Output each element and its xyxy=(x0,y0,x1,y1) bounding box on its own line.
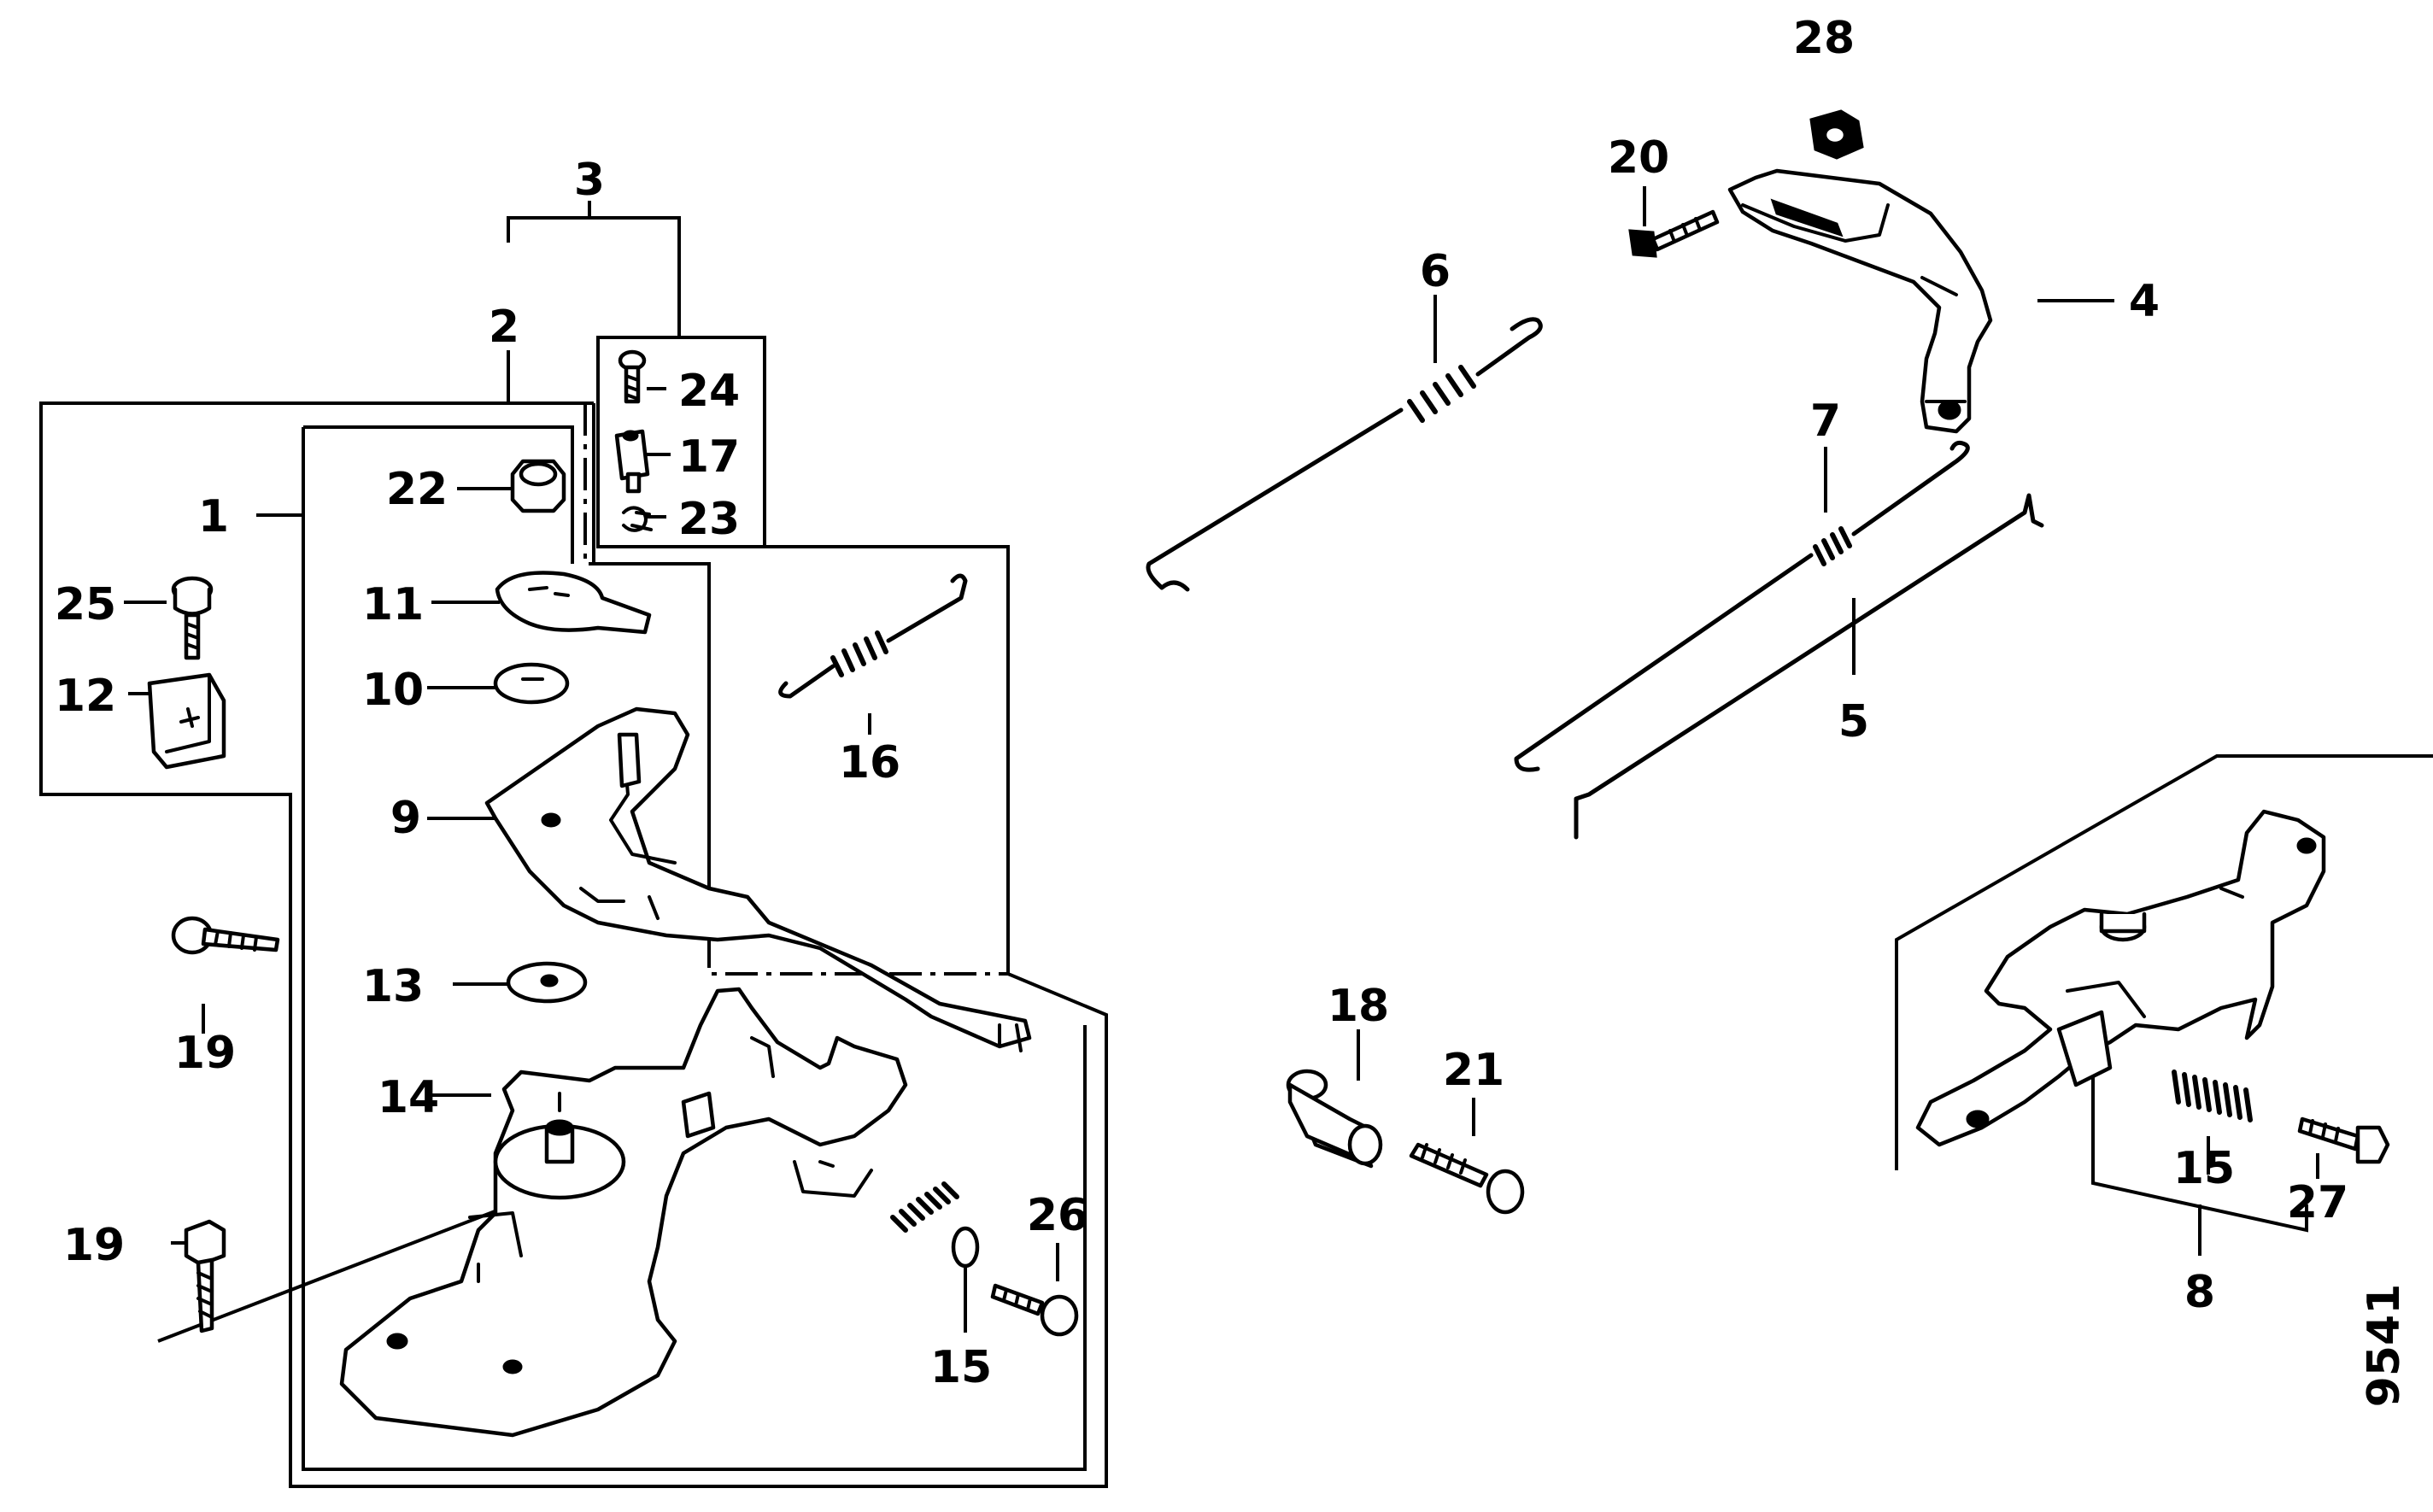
callout-5: 5 xyxy=(1838,696,1869,747)
callout-26: 26 xyxy=(1027,1190,1088,1241)
part-23-clip xyxy=(622,506,653,532)
callout-21: 21 xyxy=(1443,1045,1504,1096)
part-18-sleeve xyxy=(1286,1069,1383,1169)
part-6-spring xyxy=(1146,317,1543,592)
callout-1: 1 xyxy=(198,491,229,542)
callout-13: 13 xyxy=(362,961,424,1012)
part-13-washer xyxy=(506,961,588,1004)
leader-lines xyxy=(124,186,2319,1343)
callout-22: 22 xyxy=(386,464,448,515)
callout-10: 10 xyxy=(362,665,424,716)
callout-14: 14 xyxy=(378,1072,439,1123)
callout-25: 25 xyxy=(55,579,116,630)
part-8-bracket xyxy=(1915,809,2326,1147)
bracket-2-box xyxy=(302,425,1087,1471)
callout-28: 28 xyxy=(1793,13,1855,64)
callout-17: 17 xyxy=(678,431,740,483)
part-17-pin xyxy=(614,429,650,494)
part-19-bolt-lower xyxy=(184,1219,226,1333)
part-19-bolt-upper xyxy=(171,916,280,955)
part-12-block xyxy=(147,672,226,770)
callout-labels: 1 2 3 4 5 6 7 8 9 10 11 12 13 14 15 15 1… xyxy=(55,13,2410,1407)
callout-4: 4 xyxy=(2129,276,2160,327)
callout-9: 9 xyxy=(390,793,421,844)
callout-24: 24 xyxy=(678,366,740,417)
bracket-3 xyxy=(507,201,681,337)
part-21-bolt xyxy=(1409,1142,1525,1215)
part-10-washer xyxy=(493,662,570,705)
callout-23: 23 xyxy=(678,494,740,545)
callout-19-lower: 19 xyxy=(63,1220,125,1271)
part-7-spring xyxy=(1514,440,1970,772)
callout-16: 16 xyxy=(839,737,900,788)
callout-15-right: 15 xyxy=(2173,1143,2235,1194)
callout-18: 18 xyxy=(1328,981,1389,1032)
callout-27: 27 xyxy=(2287,1177,2348,1228)
assembly-brackets xyxy=(39,201,2433,1488)
part-20-bolt xyxy=(1628,209,1720,258)
parts xyxy=(147,109,2390,1438)
part-22-nut xyxy=(510,459,566,513)
part-16-spring xyxy=(778,573,968,699)
part-24-screw xyxy=(618,349,647,404)
part-4-lever xyxy=(1727,168,1993,434)
part-26-screw xyxy=(990,1283,1079,1337)
callout-3: 3 xyxy=(574,155,605,206)
part-15-spring-right xyxy=(2172,1070,2253,1122)
part-9-control-plate xyxy=(484,706,1032,1052)
drawing-code: 9541 xyxy=(2359,1284,2410,1408)
callout-8: 8 xyxy=(2184,1267,2215,1318)
callout-6: 6 xyxy=(1420,246,1451,297)
callout-2: 2 xyxy=(489,302,519,353)
callout-19-upper: 19 xyxy=(174,1028,236,1079)
part-14-governor-plate xyxy=(339,987,908,1438)
part-27-screw xyxy=(2297,1116,2390,1164)
callout-11: 11 xyxy=(362,579,424,630)
part-25-bolt xyxy=(171,576,214,660)
part-28-nut xyxy=(1809,109,1864,160)
frame-right xyxy=(1895,754,2433,1170)
callout-7: 7 xyxy=(1810,396,1841,447)
bracket-8 xyxy=(2091,1042,2308,1256)
part-15-spring-lower xyxy=(890,1181,980,1269)
part-5-rod xyxy=(1574,493,2044,840)
part-11-plate xyxy=(495,571,652,635)
callout-20: 20 xyxy=(1608,132,1669,184)
callout-12: 12 xyxy=(55,671,116,722)
callout-15-lower: 15 xyxy=(930,1342,992,1393)
assembly-dash-line xyxy=(583,403,1010,976)
